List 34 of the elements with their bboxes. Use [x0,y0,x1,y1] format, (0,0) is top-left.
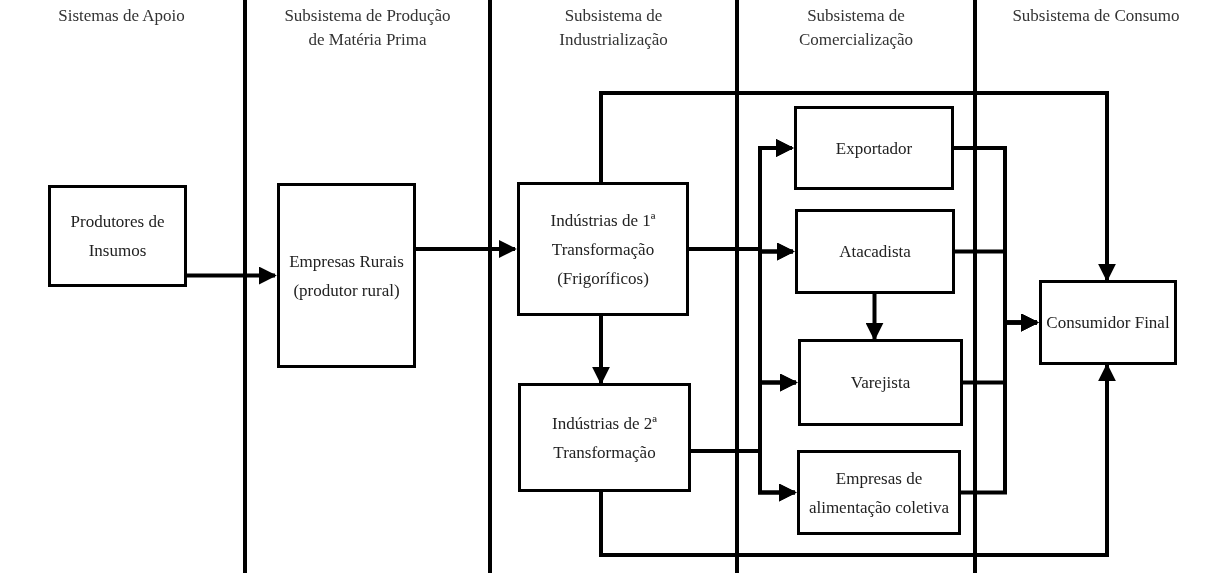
box-label: Varejista [850,372,911,394]
box-label: Exportador [835,137,913,160]
column-heading: Sistemas de Apoio [57,5,186,27]
process-box [1039,280,1177,365]
process-box [518,383,691,492]
column-heading: Subsistema de Produção de Matéria Prima [283,5,452,51]
column-band [245,0,490,573]
box-label: Empresas Rurais (produtor rural) [288,250,405,302]
column-band [490,0,737,573]
process-box [797,450,961,535]
process-box [794,106,954,190]
arrow [865,294,884,341]
box-label: Empresas de alimentação coletiva [807,467,951,519]
column-heading: Subsistema de Comercialização [797,5,915,51]
arrow [187,266,277,285]
arrow [689,449,797,502]
box-label: Produtores de Insumos [69,211,166,262]
process-box [795,209,955,294]
box-label: Atacadista [839,241,911,263]
arrow [414,240,517,258]
process-box [798,339,963,426]
column-band [737,0,975,573]
arrow [959,313,1039,495]
process-box [277,183,416,368]
arrow [599,91,1116,282]
box-label: Indústrias de 2ª Transformação [551,412,658,464]
process-box [517,182,689,316]
box-label: Consumidor Final [1046,312,1170,334]
arrow [599,363,1116,557]
arrow [592,316,610,385]
column-heading: Subsistema de Consumo [1011,5,1181,27]
process-box [48,185,187,287]
box-label: Indústrias de 1ª Transformação (Frigoríficos) [549,209,657,290]
column-heading: Subsistema de Industrialização [558,5,669,51]
